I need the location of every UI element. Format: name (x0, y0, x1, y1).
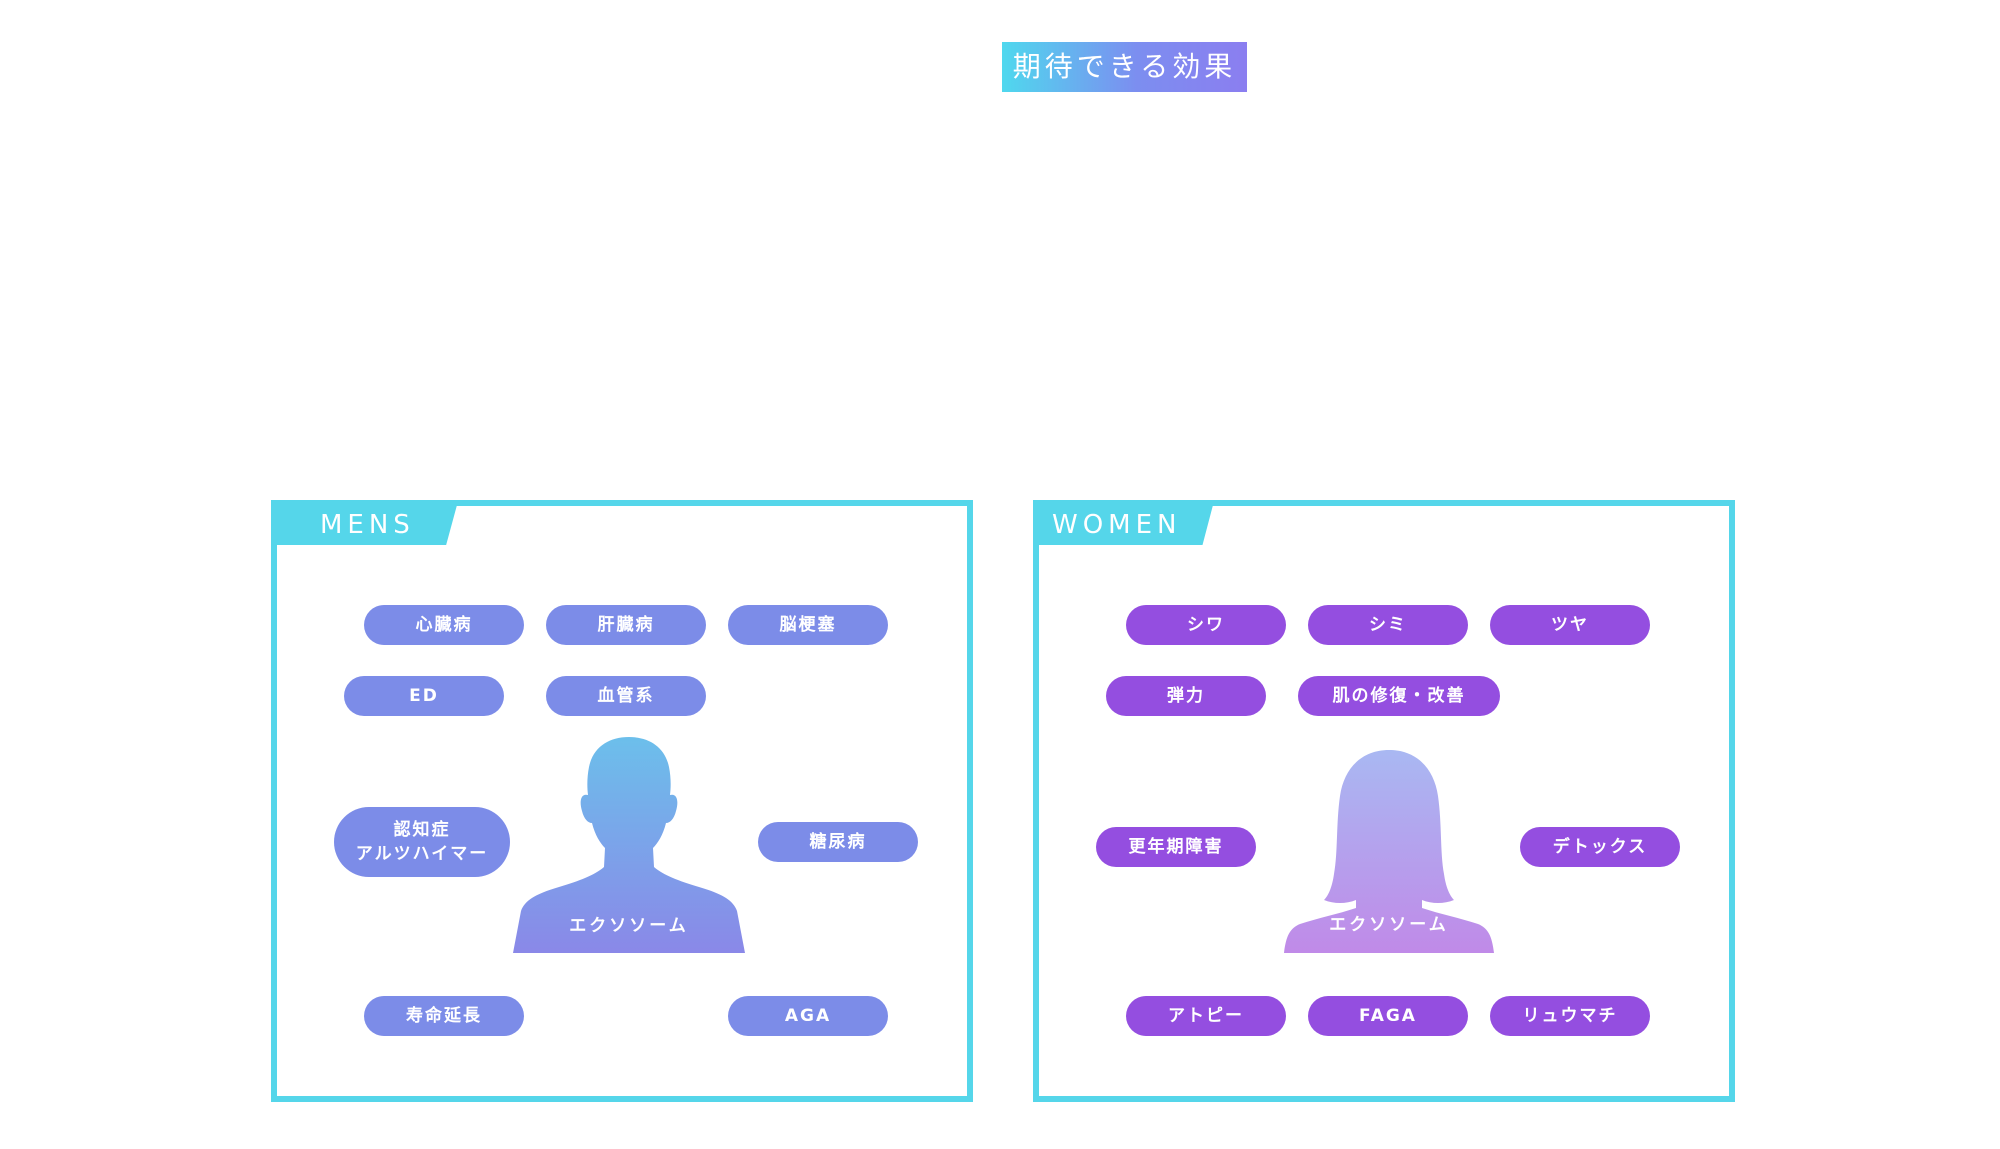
pill-ed: ED (344, 676, 504, 716)
mens-panel: MENS 心臓病 肝臓病 脳梗塞 ED 血管系 認知症 アルツハイマー 糖尿病 … (271, 500, 973, 1102)
pill-detox: デトックス (1520, 827, 1680, 867)
female-silhouette-icon: エクソソーム (1284, 748, 1494, 953)
pill-elasticity: 弾力 (1106, 676, 1266, 716)
women-panel: WOMEN シワ シミ ツヤ 弾力 肌の修復・改善 更年期障害 デトックス アト… (1033, 500, 1735, 1102)
pill-faga: FAGA (1308, 996, 1468, 1036)
pill-liver-disease: 肝臓病 (546, 605, 706, 645)
pill-skin-repair: 肌の修復・改善 (1298, 676, 1500, 716)
male-silhouette-icon: エクソソーム (513, 735, 745, 953)
pill-wrinkles: シワ (1126, 605, 1286, 645)
pill-cerebral-infarction: 脳梗塞 (728, 605, 888, 645)
women-tab-label: WOMEN (1038, 505, 1213, 545)
pill-longevity: 寿命延長 (364, 996, 524, 1036)
pill-heart-disease: 心臓病 (364, 605, 524, 645)
women-exosome-label: エクソソーム (1329, 915, 1449, 935)
pill-rheumatism: リュウマチ (1490, 996, 1650, 1036)
pill-dementia-line2: アルツハイマー (355, 844, 489, 864)
pill-gloss: ツヤ (1490, 605, 1650, 645)
mens-tab-label: MENS (276, 505, 457, 545)
mens-exosome-label: エクソソーム (569, 916, 689, 936)
section-title: 期待できる効果 (1002, 42, 1247, 92)
pill-aga: AGA (728, 996, 888, 1036)
pill-menopause: 更年期障害 (1096, 827, 1256, 867)
pill-vascular: 血管系 (546, 676, 706, 716)
pill-spots: シミ (1308, 605, 1468, 645)
pill-atopy: アトピー (1126, 996, 1286, 1036)
pill-diabetes: 糖尿病 (758, 822, 918, 862)
pill-dementia-line1: 認知症 (393, 820, 451, 840)
pill-dementia: 認知症 アルツハイマー (334, 807, 510, 877)
